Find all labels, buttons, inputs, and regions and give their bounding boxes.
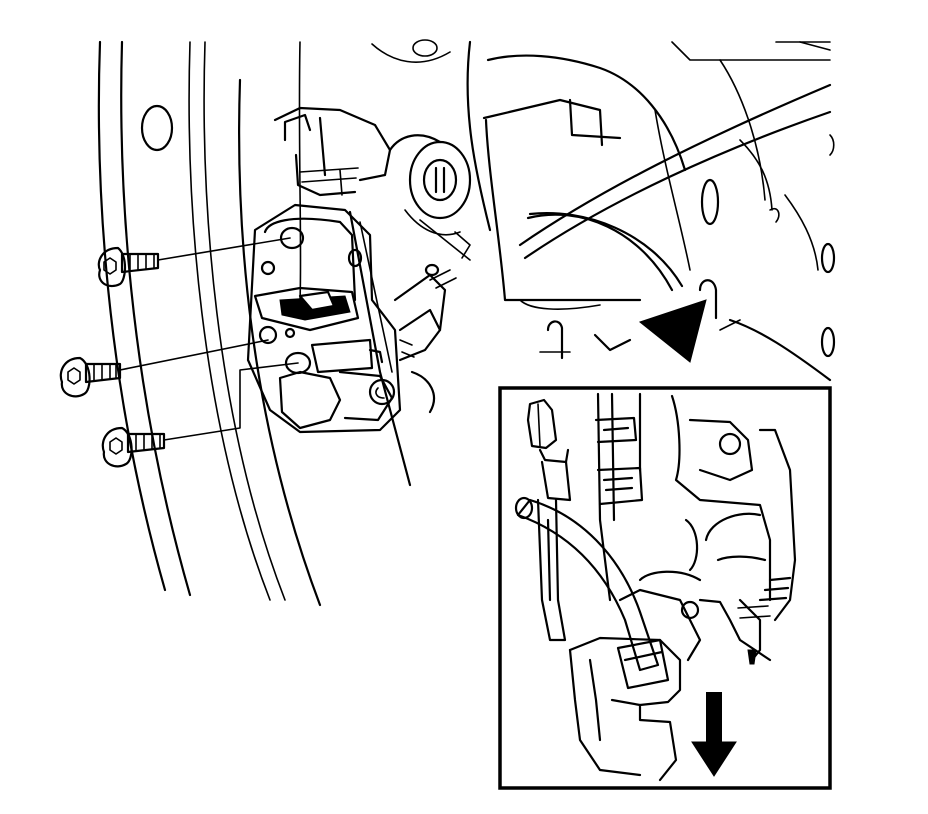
inset-cable: [516, 498, 660, 672]
screw-middle: [59, 339, 269, 398]
leader-line-lower: [163, 362, 299, 441]
panel-hole: [140, 104, 174, 152]
leader-line-middle: [119, 339, 269, 371]
detail-inset: [498, 386, 832, 790]
door-inner-panel: [97, 39, 836, 607]
leader-line-upper: [157, 237, 291, 261]
screw-lower: [101, 362, 299, 468]
screw-icon: [101, 426, 166, 468]
mount-hole-middle: [258, 325, 278, 345]
down-arrow-icon: [691, 692, 737, 777]
inset-latch-detail: [514, 392, 797, 782]
screw-upper: [97, 237, 291, 288]
screw-icon: [59, 356, 122, 398]
screw-icon: [97, 246, 160, 288]
lock-cylinder: [408, 140, 472, 220]
door-latch-assembly: [246, 106, 472, 487]
curved-arrow-icon: [526, 212, 707, 363]
mount-hole-upper: [279, 226, 305, 250]
latch-body: [246, 203, 402, 434]
